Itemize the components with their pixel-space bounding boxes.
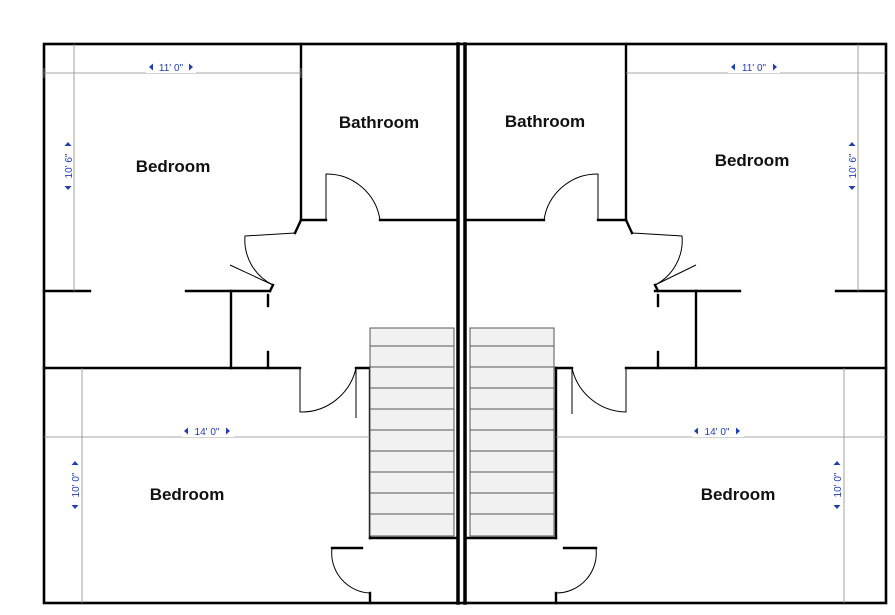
svg-text:10' 0": 10' 0" <box>833 472 844 497</box>
stairs-right <box>469 327 555 537</box>
svg-text:10' 0": 10' 0" <box>71 472 82 497</box>
dim-label-bottom-right-height: 10' 0" <box>833 461 844 509</box>
room-label-bedroom-top-right: Bedroom <box>715 151 790 170</box>
room-label-bedroom-top-left: Bedroom <box>136 157 211 176</box>
dim-label-top-left-height: 10' 6" <box>64 142 75 190</box>
room-label-bathroom-left: Bathroom <box>339 113 419 132</box>
dim-label-top-right-width: 11' 0" <box>728 61 780 74</box>
dim-label-bottom-left-height: 10' 0" <box>71 461 82 509</box>
svg-text:14' 0": 14' 0" <box>705 427 730 438</box>
dim-label-bottom-right-width: 14' 0" <box>692 425 744 438</box>
svg-text:10' 6": 10' 6" <box>64 153 75 178</box>
svg-text:11' 0": 11' 0" <box>742 63 767 74</box>
doors-right <box>543 173 697 594</box>
svg-text:10' 6": 10' 6" <box>848 153 859 178</box>
right-unit-walls <box>465 42 888 605</box>
room-label-bedroom-bottom-right: Bedroom <box>701 485 776 504</box>
doors-left <box>229 173 381 594</box>
dim-label-bottom-left-width: 14' 0" <box>182 425 234 438</box>
room-label-bathroom-right: Bathroom <box>505 112 585 131</box>
svg-text:11' 0": 11' 0" <box>159 63 184 74</box>
dim-label-top-left-width: 11' 0" <box>146 61 196 74</box>
dimension-lines <box>43 44 886 603</box>
stairs-left <box>369 327 455 537</box>
svg-text:14' 0": 14' 0" <box>195 427 220 438</box>
dim-label-top-right-height: 10' 6" <box>848 142 859 190</box>
room-label-bedroom-bottom-left: Bedroom <box>150 485 225 504</box>
